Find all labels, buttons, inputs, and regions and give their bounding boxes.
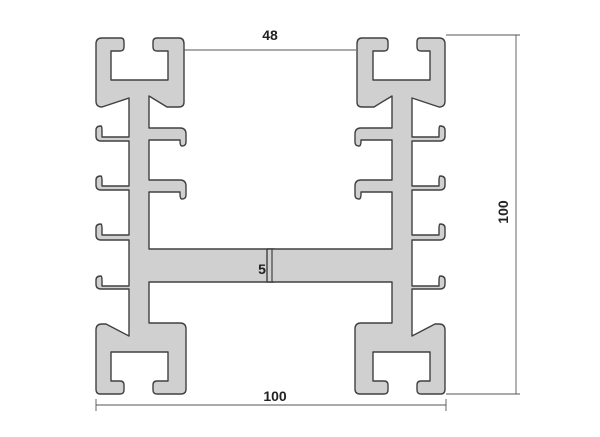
top-gap-dimension-label: 48 [262, 27, 278, 43]
bottom-width-dimension-label: 100 [263, 388, 287, 404]
left-profile-half [95, 37, 275, 395]
right-height-dimension-label: 100 [495, 200, 511, 224]
web-thickness-label: 5 [258, 261, 266, 277]
right-profile-half [266, 37, 446, 395]
